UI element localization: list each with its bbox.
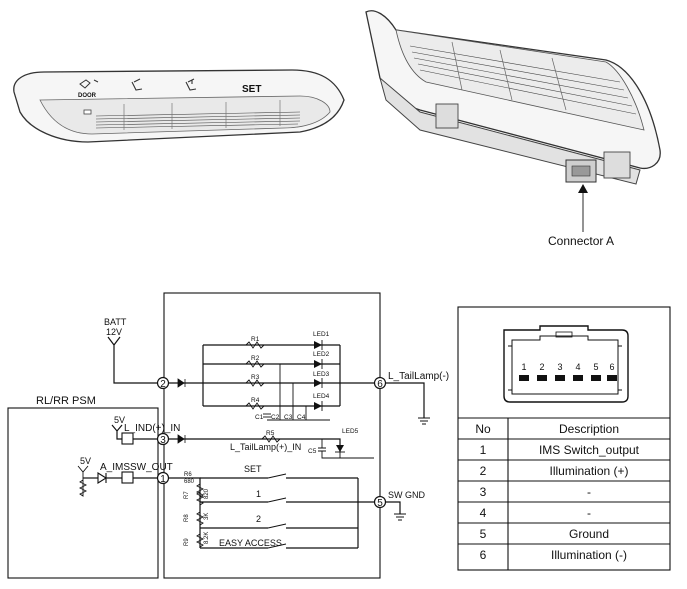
table-row-3-description: - bbox=[587, 485, 591, 499]
svg-text:LED4: LED4 bbox=[313, 393, 330, 400]
resistor-r3: R3 bbox=[245, 374, 265, 387]
resistor-r6-value: 680 bbox=[184, 479, 195, 485]
connector-pin-label-1: 1 bbox=[521, 362, 526, 372]
connector-pin-5 bbox=[591, 375, 601, 381]
resistor-r9-value: 8.2K bbox=[204, 532, 210, 544]
table-row-4-description: - bbox=[587, 506, 591, 520]
led-5: LED5 bbox=[335, 428, 359, 453]
pin-6: 6 bbox=[377, 379, 383, 390]
pin-3: 3 bbox=[160, 435, 166, 446]
table-row-4-no: 4 bbox=[480, 506, 487, 520]
table-row-1-no: 1 bbox=[480, 443, 487, 457]
connector-pin-label-2: 2 bbox=[539, 362, 544, 372]
wiring-schematic: RL/RR PSM BATT 12V 2 3 1 6 5 R1 R2 R3 bbox=[7, 292, 449, 579]
capacitor-c2: C2 bbox=[271, 414, 280, 421]
connector-pin-4 bbox=[573, 375, 583, 381]
switch-1-label: 1 bbox=[256, 489, 261, 499]
svg-text:R3: R3 bbox=[251, 374, 260, 381]
supply-5v-a: 5V bbox=[114, 415, 125, 425]
connector-a-label: Connector A bbox=[548, 234, 614, 248]
sw-gnd-label: SW GND bbox=[388, 490, 425, 500]
pin-5: 5 bbox=[377, 498, 383, 509]
led-1: LED1 bbox=[313, 331, 330, 350]
table-row-1-description: IMS Switch_output bbox=[539, 443, 640, 457]
capacitor-c4: C4 bbox=[297, 414, 306, 421]
resistor-r8-value: 3K bbox=[204, 513, 210, 520]
connector-pin-label-6: 6 bbox=[609, 362, 614, 372]
resistor-r2: R2 bbox=[245, 355, 265, 368]
pinout-table: No Description 1 IMS Switch_output 2 Ill… bbox=[458, 417, 670, 570]
l-taillamp-minus-label: L_TailLamp(-) bbox=[388, 371, 449, 382]
switch-panel-front-image: DOOR SET bbox=[13, 69, 345, 143]
connector-pin-label-5: 5 bbox=[593, 362, 598, 372]
switch-set-label: SET bbox=[244, 464, 262, 474]
connector-pinout: 1 2 3 4 5 6 No Description 1 IMS Switch_… bbox=[457, 306, 671, 571]
door-button-label: DOOR bbox=[78, 93, 97, 99]
svg-text:LED5: LED5 bbox=[342, 428, 359, 435]
svg-text:C1: C1 bbox=[255, 414, 264, 421]
l-ind-in-label: L_IND(+)_IN bbox=[124, 423, 180, 434]
led-3: LED3 bbox=[313, 371, 330, 388]
table-row-5-description: Ground bbox=[569, 527, 609, 541]
a-imssw-out-label: A_IMSSW_OUT bbox=[100, 462, 173, 473]
resistor-r7-value: 820 bbox=[204, 488, 210, 499]
table-row-5-no: 5 bbox=[480, 527, 487, 541]
connector-pin-label-4: 4 bbox=[575, 362, 580, 372]
batt-voltage: 12V bbox=[106, 327, 122, 337]
svg-text:LED3: LED3 bbox=[313, 371, 330, 378]
resistor-r7: R7 bbox=[184, 491, 190, 499]
connector-pin-label-3: 3 bbox=[557, 362, 562, 372]
led-4: LED4 bbox=[313, 393, 330, 411]
connector-pin-3 bbox=[555, 375, 565, 381]
svg-text:R1: R1 bbox=[251, 336, 260, 343]
resistor-r1: R1 bbox=[245, 336, 265, 349]
table-row-2-description: Illumination (+) bbox=[549, 464, 628, 478]
table-row-6-description: Illumination (-) bbox=[551, 548, 627, 562]
resistor-r8: R8 bbox=[184, 514, 190, 522]
svg-text:LED2: LED2 bbox=[313, 351, 330, 358]
pin-2: 2 bbox=[160, 379, 166, 390]
table-row-2-no: 2 bbox=[480, 464, 487, 478]
svg-text:LED1: LED1 bbox=[313, 331, 330, 338]
switch-rear-image bbox=[365, 10, 661, 185]
set-button-label: SET bbox=[242, 84, 261, 95]
connector-pin-1 bbox=[519, 375, 529, 381]
l-taillamp-plus-label: L_TailLamp(+)_IN bbox=[230, 442, 301, 452]
supply-5v-b: 5V bbox=[80, 456, 91, 466]
led-2: LED2 bbox=[313, 351, 330, 369]
table-row-6-no: 6 bbox=[480, 548, 487, 562]
resistor-r4: R4 bbox=[245, 397, 265, 410]
table-header-description: Description bbox=[559, 422, 619, 436]
capacitor-c5: C5 bbox=[308, 448, 317, 455]
svg-text:R2: R2 bbox=[251, 355, 260, 362]
table-header-no: No bbox=[475, 422, 491, 436]
resistor-r5: R5 bbox=[261, 430, 281, 443]
switch-easy-access-label: EASY ACCESS bbox=[219, 538, 282, 548]
table-row-3-no: 3 bbox=[480, 485, 487, 499]
resistor-r6: R6 bbox=[184, 472, 192, 478]
connector-pin-2 bbox=[537, 375, 547, 381]
connector-pin-6 bbox=[607, 375, 617, 381]
capacitor-c1: C1 bbox=[255, 413, 271, 421]
batt-label: BATT bbox=[104, 317, 127, 327]
svg-text:R4: R4 bbox=[251, 397, 260, 404]
psm-module-box bbox=[7, 407, 159, 579]
capacitor-c3: C3 bbox=[284, 414, 293, 421]
connector-arrow-icon bbox=[578, 184, 588, 193]
switch-2-label: 2 bbox=[256, 514, 261, 524]
pin-1: 1 bbox=[160, 474, 166, 485]
resistor-r9: R9 bbox=[184, 538, 190, 546]
svg-text:R5: R5 bbox=[266, 430, 275, 437]
psm-module-label: RL/RR PSM bbox=[36, 395, 96, 407]
